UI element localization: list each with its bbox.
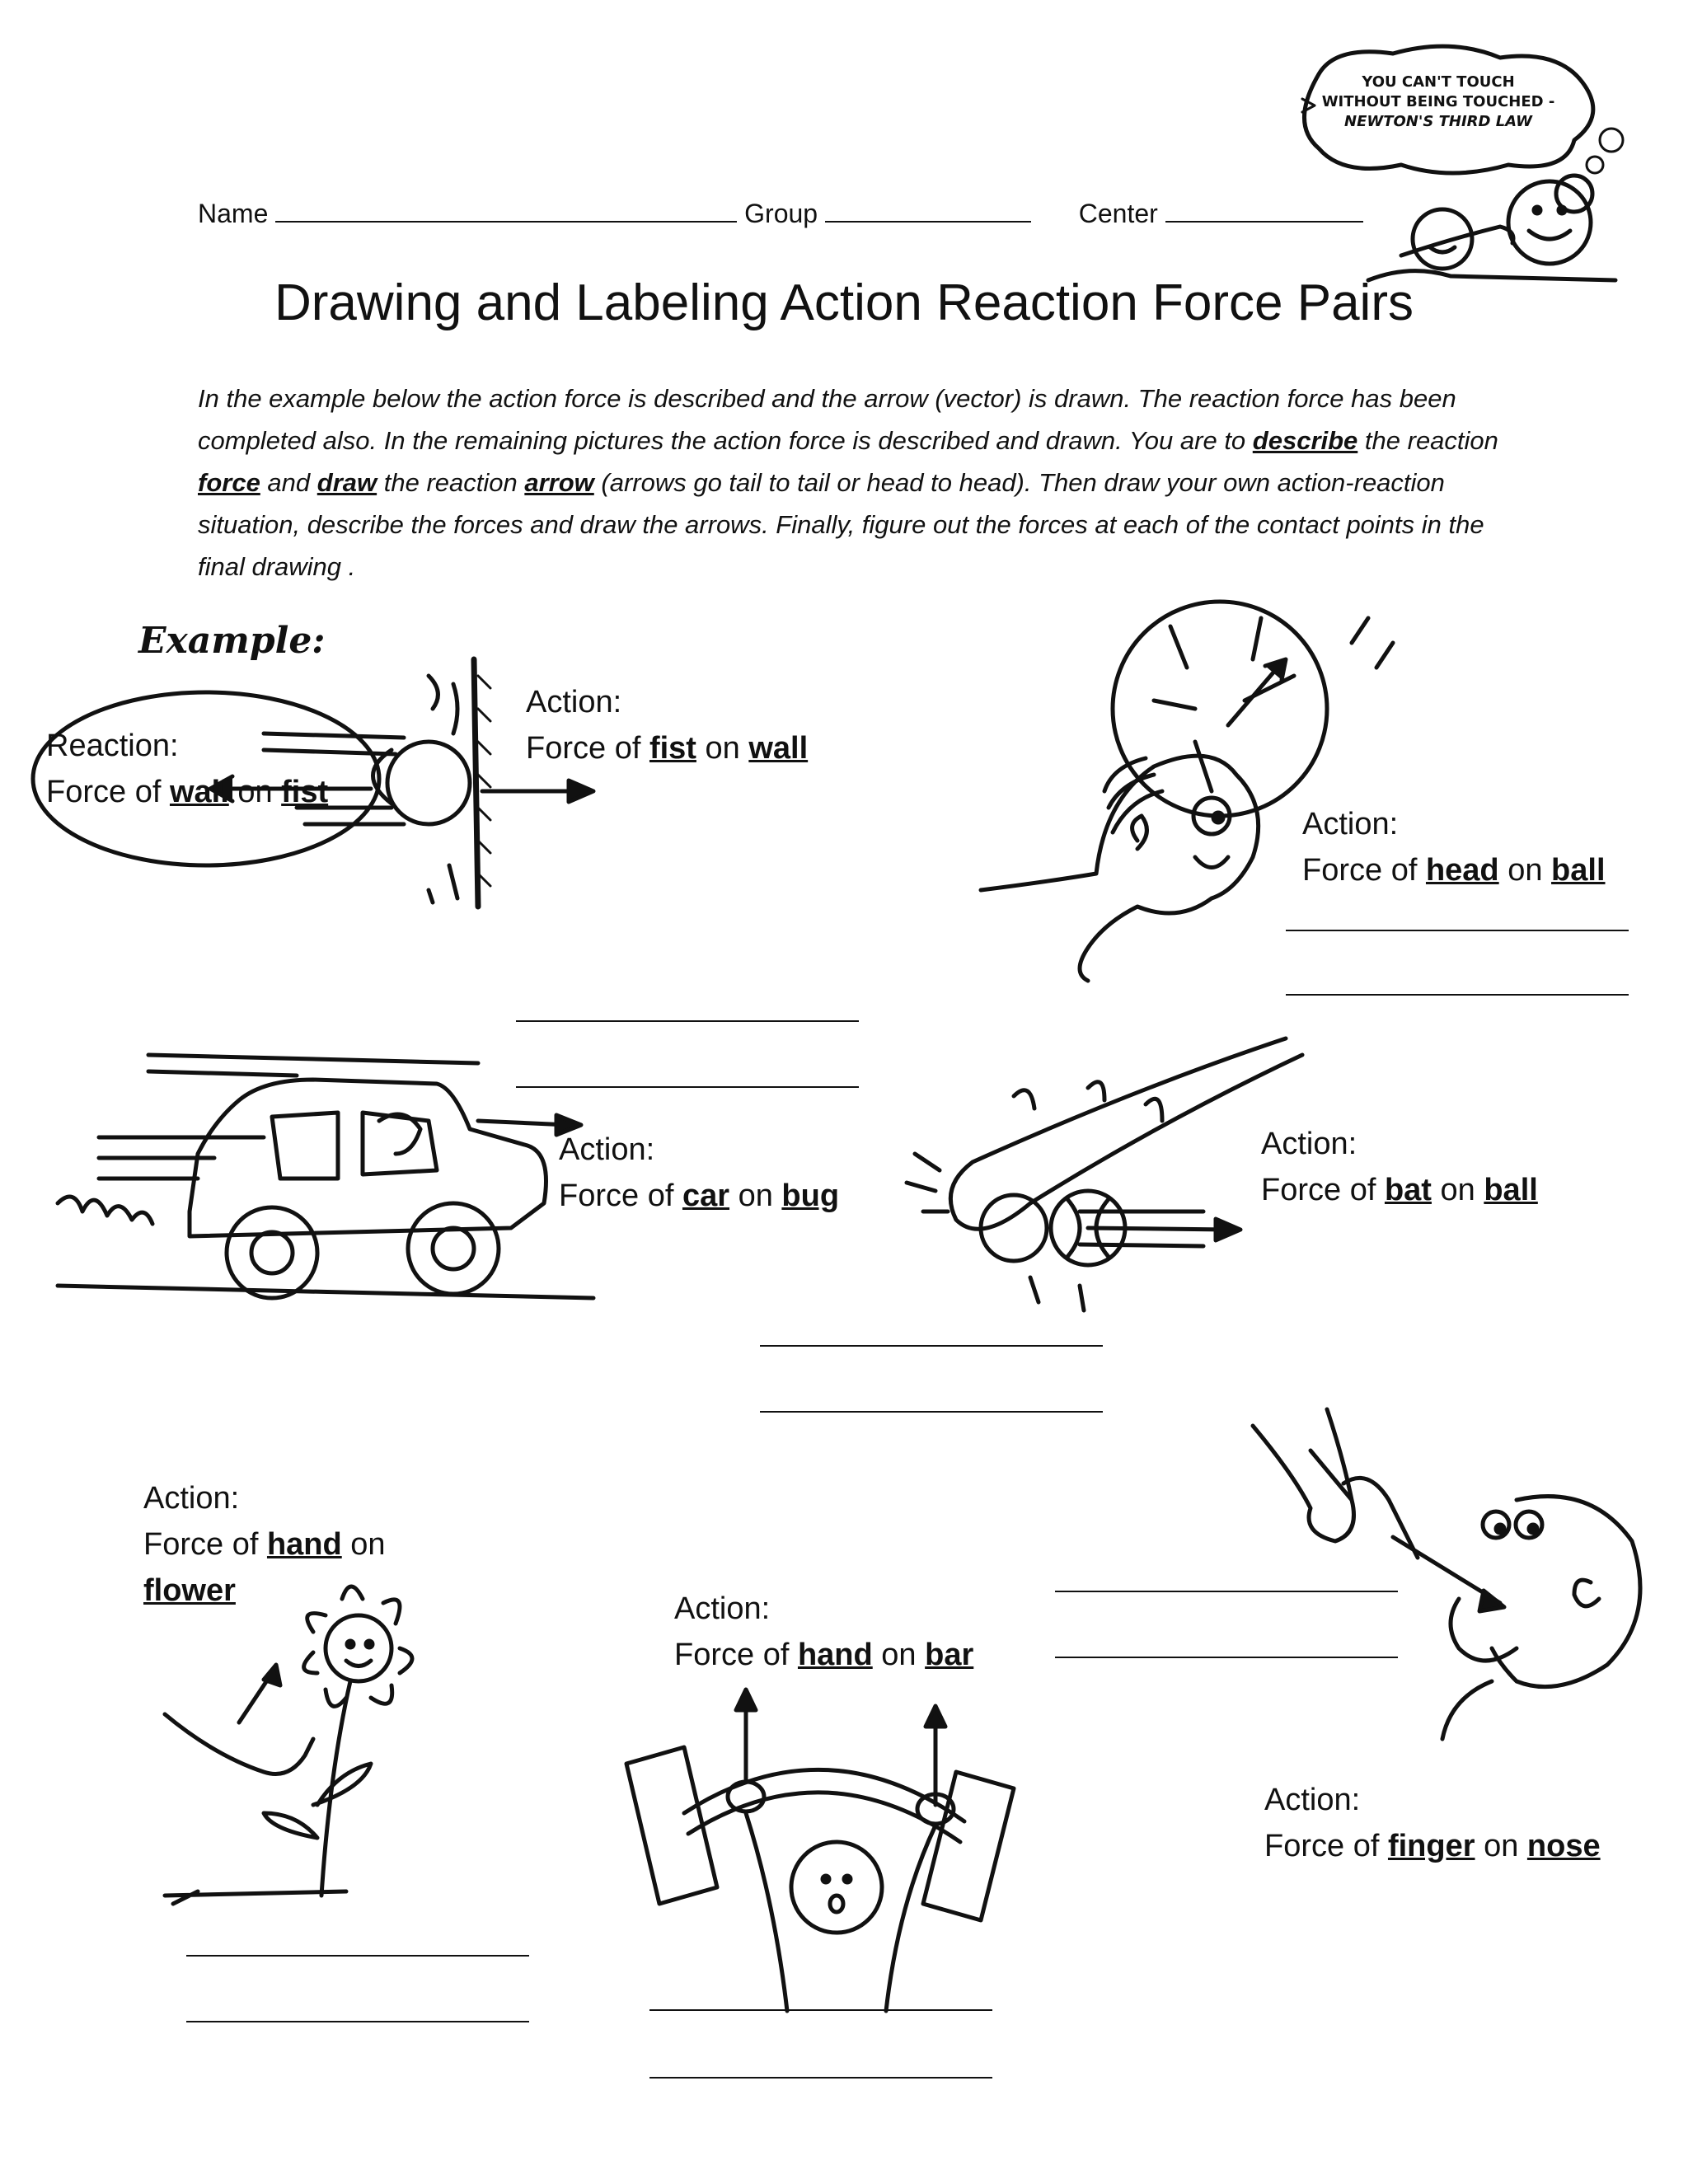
answer-blank[interactable] [186,1955,529,1957]
hand-flower-on: on [341,1527,386,1562]
car-bug-illustration [55,1052,596,1301]
hand-bar-illustration [624,1687,1016,2013]
bat-ball-prefix: Force of [1261,1173,1385,1207]
answer-blank[interactable] [649,2077,992,2079]
center-label: Center [1078,199,1158,228]
hand-flower-prefix: Force of [143,1527,267,1562]
car-bug-on: on [729,1179,782,1213]
newton-cartoon [1301,44,1625,283]
instructions-text-5: (arrows go tail to tail or head to head)… [198,468,1484,581]
page-title: Drawing and Labeling Action Reaction For… [274,274,1414,331]
finger-nose-on: on [1475,1829,1527,1863]
head-ball-illustration [978,599,1395,983]
hand-flower-object-a: hand [266,1527,342,1562]
hand-bar-object-a: hand [797,1638,873,1672]
hand-flower-heading: Action: [143,1481,240,1516]
action-object-a: fist [649,731,696,766]
group-label: Group [744,199,818,228]
answer-blank[interactable] [649,2009,992,2011]
example-action-label: Action: Force of fist on wall [526,679,808,771]
bat-ball-illustration [904,1036,1305,1313]
finger-nose-heading: Action: [1264,1783,1361,1817]
bat-ball-object-a: bat [1384,1173,1432,1207]
bat-ball-on: on [1431,1173,1484,1207]
answer-blank[interactable] [1055,1591,1398,1592]
head-ball-on: on [1498,853,1552,888]
hand-flower-object-b: flower [143,1573,236,1608]
action-heading: Action: [526,685,622,719]
instructions-force: force [198,468,260,497]
head-ball-label: Action: Force of head on ball [1302,801,1606,893]
car-bug-label: Action: Force of car on bug [559,1127,839,1219]
header-fields: Name Group Center [198,198,1363,229]
bat-ball-label: Action: Force of bat on ball [1261,1121,1538,1213]
action-object-b: wall [748,731,809,766]
bat-ball-heading: Action: [1261,1127,1357,1161]
cartoon-line-3: NEWTON'S THIRD LAW [1344,113,1532,130]
reaction-object-a: wall [169,775,229,809]
head-ball-object-a: head [1425,853,1499,888]
answer-blank[interactable] [1286,994,1629,996]
answer-blank[interactable] [760,1345,1103,1347]
action-prefix: Force of [526,731,649,766]
car-bug-prefix: Force of [559,1179,682,1213]
answer-blank[interactable] [516,1020,859,1022]
answer-blank[interactable] [1286,930,1629,931]
reaction-heading: Reaction: [46,729,179,763]
hand-bar-label: Action: Force of hand on bar [674,1586,973,1678]
name-label: Name [198,199,269,228]
car-bug-heading: Action: [559,1132,655,1167]
cartoon-line-2: WITHOUT BEING TOUCHED - [1321,93,1555,110]
name-field[interactable] [275,198,738,223]
center-field[interactable] [1165,198,1363,223]
instructions: In the example below the action force is… [198,377,1533,588]
reaction-on: on [228,775,282,809]
cartoon-line-1: YOU CAN'T TOUCH [1362,73,1515,91]
finger-nose-illustration [1250,1407,1643,1741]
head-ball-object-b: ball [1551,853,1606,888]
hand-bar-heading: Action: [674,1591,771,1626]
head-ball-prefix: Force of [1302,853,1426,888]
answer-blank[interactable] [186,2021,529,2022]
finger-nose-object-b: nose [1526,1829,1601,1863]
car-bug-object-a: car [682,1179,730,1213]
fist-wall-illustration [30,656,596,910]
action-on: on [696,731,749,766]
instructions-arrow: arrow [524,468,594,497]
head-ball-heading: Action: [1302,807,1399,841]
hand-bar-prefix: Force of [674,1638,798,1672]
hand-bar-on: on [872,1638,926,1672]
hand-flower-illustration [162,1584,415,1906]
instructions-text-2: the reaction [1357,426,1498,455]
instructions-text-4: the reaction [377,468,525,497]
finger-nose-object-a: finger [1387,1829,1475,1863]
car-bug-object-b: bug [781,1179,840,1213]
instructions-draw: draw [316,468,377,497]
instructions-text-3: and [260,468,317,497]
answer-blank[interactable] [760,1411,1103,1413]
reaction-prefix: Force of [46,775,170,809]
finger-nose-label: Action: Force of finger on nose [1264,1777,1601,1869]
example-reaction-label: Reaction: Force of wall on fist [46,723,328,815]
hand-bar-object-b: bar [925,1638,974,1672]
reaction-object-b: fist [281,775,329,809]
group-field[interactable] [824,198,1031,223]
hand-flower-label: Action: Force of hand on flower [143,1475,386,1614]
example-heading: Example: [138,620,326,662]
instructions-text-1: In the example below the action force is… [198,384,1456,455]
bat-ball-object-b: ball [1484,1173,1538,1207]
finger-nose-prefix: Force of [1264,1829,1388,1863]
answer-blank[interactable] [516,1086,859,1088]
answer-blank[interactable] [1055,1657,1398,1658]
instructions-describe: describe [1252,426,1358,455]
